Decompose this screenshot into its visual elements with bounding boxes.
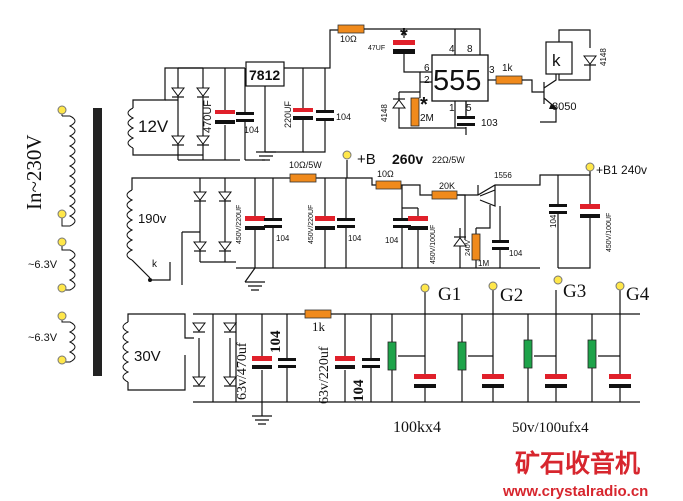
pots-100k-label: 100kx4 [393, 419, 441, 436]
g4-label: G4 [626, 284, 650, 305]
pot-100k-g1[interactable] [387, 341, 397, 371]
cap-104-f-label: 104 [509, 249, 523, 258]
cap-104-b-label: 104 [336, 112, 351, 122]
ic-555 [431, 54, 489, 102]
cap-63v-470uf-label: 63v/470uf [235, 342, 250, 400]
g2-terminal[interactable] [488, 281, 498, 291]
watermark: 矿石收音机 www.crystalradio.cn [502, 449, 648, 500]
g3-terminal-top[interactable] [553, 275, 563, 285]
resistor-20k [431, 190, 458, 200]
resistor-10ohm-5w-label: 10Ω/5W [289, 160, 322, 170]
heater-b-terminal-top[interactable] [57, 311, 67, 321]
resistor-10ohm-mid [375, 180, 402, 190]
g1-terminal[interactable] [420, 283, 430, 293]
cap-104-c-label: 104 [276, 234, 290, 243]
transistor-8050-label: 8050 [552, 101, 576, 113]
twelve-volt-label: 12V [138, 117, 169, 136]
pot-2m-label: 2M [420, 113, 434, 124]
caps-50v-label: 50v/100ufx4 [512, 420, 589, 436]
g2-label: G2 [500, 285, 523, 306]
cap-450-100-a-label: 450V/100UF [430, 225, 437, 264]
resistor-22ohm-5w-label: 22Ω/5W [432, 155, 465, 165]
resistor-10ohm-top-label: 10Ω [340, 34, 357, 44]
heater-a-label: ~6.3V [28, 259, 58, 271]
g4-terminal[interactable] [615, 281, 625, 291]
cap-104-i-label: 104 [351, 379, 367, 402]
relay-coil-label: k [552, 51, 561, 70]
b1-plus-label: +B1 240v [596, 163, 647, 177]
diode-4148-b-label: 4148 [599, 48, 608, 66]
cap-47uf-label: 47UF [368, 45, 385, 52]
pot-100k-g3[interactable] [523, 339, 533, 369]
resistor-20k-label: 20K [439, 181, 455, 191]
diode-4148-a-label: 4148 [380, 104, 389, 122]
pin-2-label: 2 [424, 75, 430, 86]
heater-a-terminal-top[interactable] [57, 237, 67, 247]
pin-1-label: 1 [449, 103, 455, 114]
transformer-core [93, 108, 102, 376]
pot-2m[interactable] [410, 97, 420, 127]
cap-104-e-label: 104 [385, 236, 399, 245]
heater-winding-a: ~6.3V [28, 237, 76, 293]
primary-terminal-top[interactable] [57, 105, 67, 115]
cap-103-label: 103 [481, 118, 498, 129]
input-voltage-label: In~230V [22, 134, 46, 210]
b-plus-voltage-label: 260v [392, 151, 423, 167]
cap-450-220-a-label: 450V/220UF [236, 205, 243, 244]
resistor-1k-top-label: 1k [502, 63, 514, 74]
cap-470uf-label: 470UF [202, 100, 214, 133]
heater-b-terminal-bottom[interactable] [57, 355, 67, 365]
cap-104-g-label: 104 [549, 214, 558, 228]
watermark-chinese: 矿石收音机 [515, 449, 640, 478]
twelve-volt-section: 12V 470UF 104 7812 220UF 104 [127, 29, 351, 161]
transformer-primary: In~230V [22, 105, 102, 376]
pot-1m[interactable] [471, 233, 481, 261]
watermark-url: www.crystalradio.cn [502, 483, 648, 500]
resistor-1k-bot [304, 309, 332, 319]
resistor-10ohm-mid-label: 10Ω [377, 169, 394, 179]
g1-label: G1 [438, 284, 461, 305]
g3-label: G3 [563, 281, 586, 302]
resistor-1k-bot-label: 1k [312, 319, 326, 334]
heater-a-terminal-bottom[interactable] [57, 283, 67, 293]
cap-104-a-label: 104 [244, 125, 259, 135]
pin-6-label: 6 [424, 63, 430, 74]
bias-winding-label: 30V [134, 348, 161, 365]
resistor-10ohm-top [337, 24, 365, 34]
pin-4-label: 4 [449, 44, 455, 55]
timer-section: 10Ω 47UF * 555 4 8 6 2 3 1 5 4148 2M * 1… [337, 24, 608, 135]
hv-winding-label: 190v [138, 211, 167, 226]
pin-3-label: 3 [489, 65, 495, 76]
zener-240v-label: 240V [465, 239, 472, 256]
b-plus-label: +B [357, 151, 376, 168]
cap-63v-220uf-label: 63v/220uf [317, 346, 332, 404]
primary-terminal-bottom[interactable] [57, 209, 67, 219]
ic-555-label: 555 [433, 65, 481, 97]
cap-104-h-label: 104 [268, 330, 284, 353]
regulator-label: 7812 [249, 67, 280, 83]
pin-8-label: 8 [467, 44, 473, 55]
heater-b-label: ~6.3V [28, 332, 58, 344]
heater-winding-b: ~6.3V [28, 311, 76, 365]
pot-1m-label: 1M [478, 259, 489, 268]
transistor-1556-label: 1556 [494, 171, 512, 180]
b1-plus-terminal[interactable] [585, 162, 595, 172]
b-plus-terminal[interactable] [342, 150, 352, 160]
note-star-a: * [400, 25, 408, 47]
bias-section: 30V 63v/470uf 104 1k 63v/220uf 104 [122, 281, 650, 436]
note-star-b: * [420, 94, 428, 116]
pot-100k-g2[interactable] [457, 341, 467, 371]
resistor-1k-top [495, 75, 523, 85]
cap-104-d-label: 104 [348, 234, 362, 243]
pin-5-label: 5 [466, 103, 472, 114]
cap-450-220-b-label: 450V/220UF [308, 205, 315, 244]
cap-220uf-label: 220UF [283, 100, 293, 128]
resistor-10ohm-5w [289, 173, 317, 183]
switch-k-label: k [152, 259, 158, 270]
high-voltage-section: k 190v 10Ω/5W +B 260v 22Ω/5W 450V/220UF … [126, 150, 647, 291]
pot-100k-g4[interactable] [587, 339, 597, 369]
cap-450-100-b-label: 450V/100UF [606, 213, 613, 252]
